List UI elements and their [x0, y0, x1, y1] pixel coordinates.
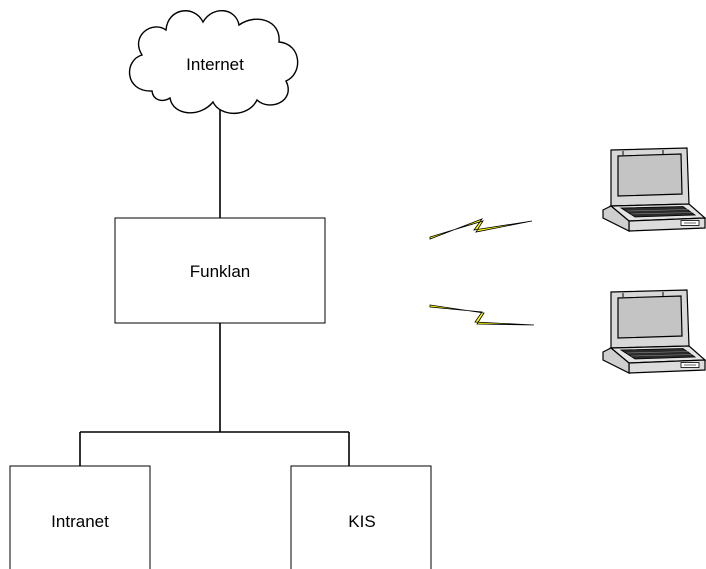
kis-node: KIS: [290, 465, 432, 569]
laptop-icon: [602, 147, 706, 232]
funklan-label: Funklan: [190, 262, 250, 281]
intranet-label: Intranet: [51, 512, 109, 531]
kis-label: KIS: [348, 512, 375, 531]
intranet-node: Intranet: [9, 465, 151, 569]
internet-label: Internet: [186, 55, 244, 74]
cloud-icon: [128, 10, 299, 114]
laptop-icon: [602, 289, 706, 374]
lightning-bolt-icon: [429, 304, 535, 326]
funklan-node: Funklan: [114, 217, 326, 324]
internet-node: Internet: [128, 10, 299, 114]
lightning-bolt-icon: [429, 218, 533, 240]
